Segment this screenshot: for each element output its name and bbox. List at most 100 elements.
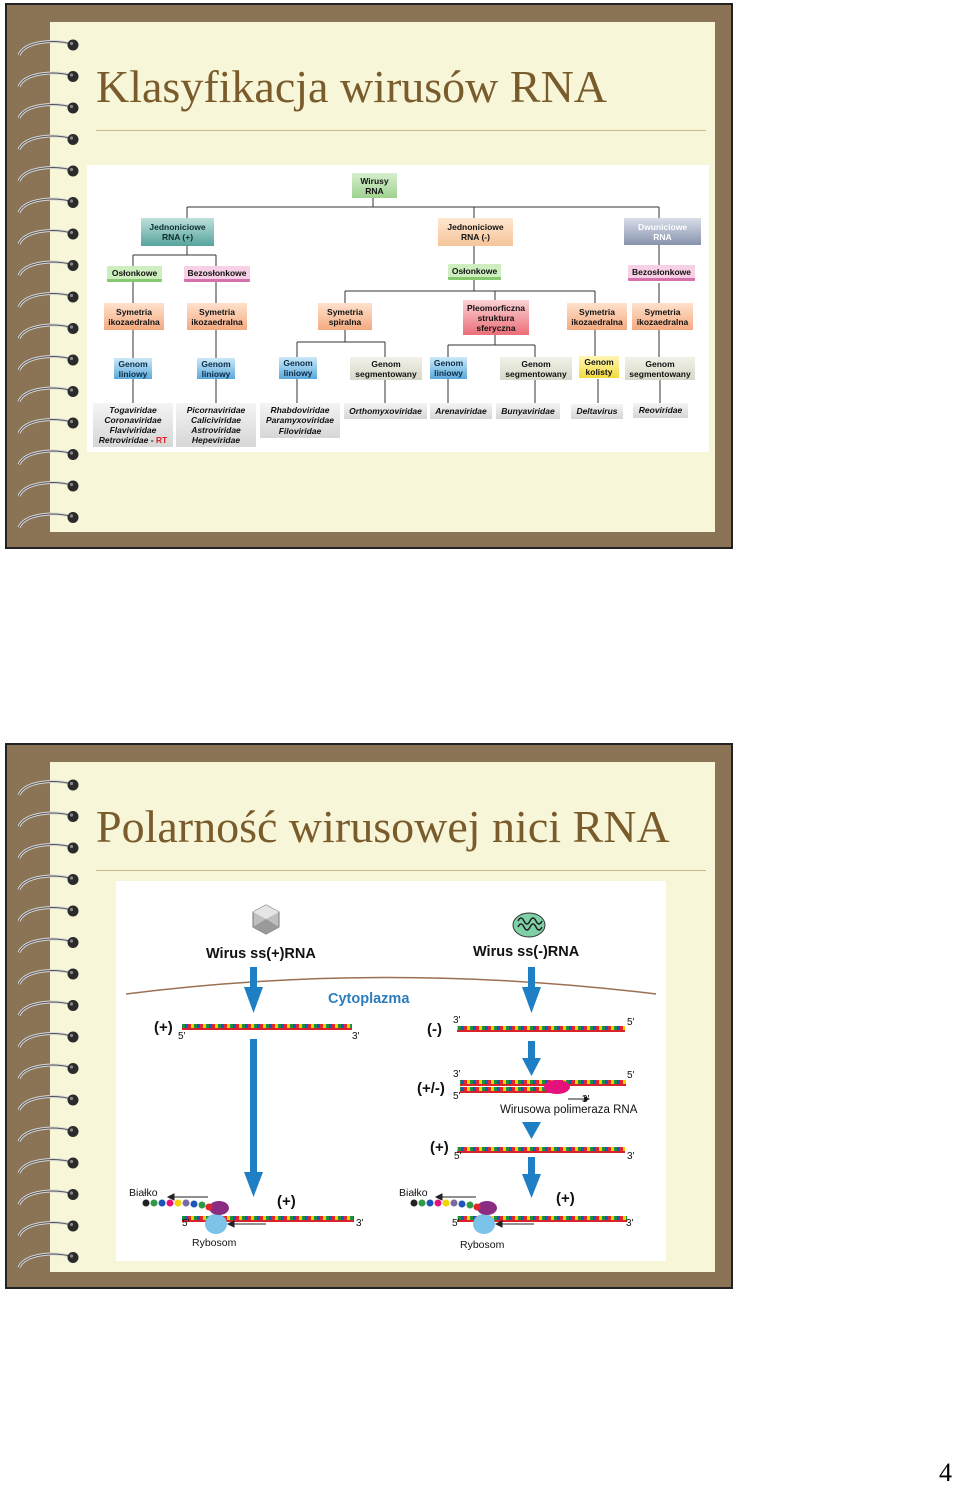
- node-genome: Genom segmentowany: [500, 357, 572, 380]
- slide-2: Polarność wirusowej nici RNA: [5, 743, 733, 1289]
- five-prime-label: 5': [627, 1017, 635, 1028]
- binding-ring: [17, 228, 79, 245]
- node-wirusy-rna: Wirusy RNA: [352, 173, 397, 198]
- family-name: Astroviridae: [191, 425, 241, 435]
- family-box: Deltavirus: [571, 404, 623, 419]
- slide-1: Klasyfikacja wirusów RNA: [5, 3, 733, 549]
- node-pleomorphic: Pleomorficzna struktura sferyczna: [463, 300, 529, 335]
- family-box: Arenaviridae: [430, 403, 492, 419]
- binding-ring: [17, 1157, 79, 1174]
- spiral-binding: [17, 39, 79, 528]
- family-name: Rhabdoviridae: [270, 405, 330, 416]
- right-virus-label: Wirus ss(-)RNA: [473, 944, 580, 960]
- binding-ring: [17, 811, 79, 828]
- three-prime-label: 3': [626, 1218, 634, 1229]
- family-name: Bunyaviridae: [501, 405, 555, 416]
- five-prime-label: 5': [182, 1218, 190, 1229]
- node-non-enveloped: Bezosłonkowe: [184, 266, 250, 282]
- family-box: Picornaviridae Caliciviridae Astrovirida…: [176, 403, 256, 447]
- node-symmetry: Symetria ikozaedralna: [187, 303, 247, 330]
- binding-ring: [17, 1126, 79, 1143]
- rt-label: RT: [155, 435, 168, 446]
- ribosome-label: Rybosom: [192, 1237, 237, 1249]
- family-box: Rhabdoviridae Paramyxoviridae Filovirida…: [260, 403, 340, 438]
- family-name: Picornaviridae: [186, 404, 246, 415]
- plus-minus-label: (+/-): [417, 1080, 445, 1097]
- cytoplasm-label: Cytoplazma: [328, 991, 410, 1007]
- plus-strand-label: (+): [430, 1139, 449, 1156]
- node-enveloped: Osłonkowe: [448, 264, 501, 280]
- three-prime-label: 3': [627, 1151, 635, 1162]
- node-ssrna-minus: Jednoniciowe RNA (-): [438, 218, 513, 246]
- plus-strand-label: (+): [556, 1190, 575, 1207]
- binding-ring: [17, 480, 79, 497]
- rna-polarity-diagram: Wirus ss(+)RNA Wirus ss(-)RNA Cytoplazma…: [116, 881, 666, 1261]
- family-name: Caliciviridae: [190, 414, 242, 425]
- three-prime-label: 3': [453, 1069, 461, 1080]
- plus-strand-label: (+): [154, 1019, 173, 1036]
- three-prime-label: 3': [352, 1031, 360, 1042]
- binding-ring: [17, 937, 79, 954]
- family-box: Orthomyxoviridae: [344, 403, 427, 419]
- node-genome: Genom kolisty: [579, 356, 619, 378]
- binding-ring: [17, 165, 79, 182]
- node-ssrna-plus: Jednoniciowe RNA (+): [141, 218, 214, 246]
- slide-title: Polarność wirusowej nici RNA: [96, 801, 670, 852]
- plus-strand-label: (+): [277, 1193, 296, 1210]
- helical-virus-icon: [512, 912, 546, 938]
- node-enveloped: Osłonkowe: [107, 266, 162, 282]
- binding-ring: [17, 968, 79, 985]
- slide-paper: Polarność wirusowej nici RNA: [50, 762, 715, 1272]
- node-genome: Genom liniowy: [114, 358, 152, 379]
- family-name: Orthomyxoviridae: [349, 405, 422, 416]
- family-name: Filoviridae: [278, 425, 322, 436]
- node-symmetry: Symetria ikozaedralna: [567, 303, 627, 330]
- protein-label: Białko: [399, 1187, 428, 1199]
- binding-ring: [17, 1094, 79, 1111]
- family-name: Coronaviridae: [104, 414, 162, 425]
- node-non-enveloped: Bezosłonkowe: [628, 265, 695, 281]
- node-genome: Genom liniowy: [197, 358, 235, 379]
- page-number: 4: [939, 1458, 952, 1487]
- family-box: Reoviridae: [633, 403, 688, 418]
- node-genome: Genom liniowy: [279, 357, 317, 379]
- ribosome-left: [205, 1201, 229, 1234]
- family-box: Bunyaviridae: [496, 403, 560, 419]
- family-name: Hepeviridae: [191, 435, 241, 446]
- binding-ring: [17, 905, 79, 922]
- binding-ring: [17, 1031, 79, 1048]
- binding-ring: [17, 842, 79, 859]
- family-name: Deltavirus: [576, 406, 618, 417]
- binding-ring: [17, 39, 79, 56]
- three-prime-label: 3': [582, 1094, 590, 1105]
- binding-ring: [17, 323, 79, 340]
- binding-ring: [17, 1000, 79, 1017]
- polymerase-label: Wirusowa polimeraza RNA: [500, 1104, 638, 1116]
- binding-ring: [17, 1252, 79, 1268]
- five-prime-label: 5': [178, 1031, 186, 1042]
- family-name: Flaviviridae: [109, 425, 157, 435]
- family-name: Retroviridae -: [98, 435, 156, 446]
- binding-ring: [17, 197, 79, 214]
- binding-ring: [17, 71, 79, 88]
- binding-ring: [17, 874, 79, 891]
- slide-paper: Klasyfikacja wirusów RNA: [50, 22, 715, 532]
- five-prime-label: 5': [452, 1218, 460, 1229]
- binding-ring: [17, 291, 79, 308]
- spiral-binding: [17, 779, 79, 1268]
- protein-label: Białko: [129, 1187, 158, 1199]
- title-divider: [96, 870, 706, 871]
- five-prime-label: 5': [454, 1151, 462, 1162]
- three-prime-label: 3': [356, 1218, 364, 1229]
- five-prime-label: 5': [627, 1070, 635, 1081]
- family-name: Paramyxoviridae: [265, 415, 335, 426]
- icosahedral-virus-icon: [252, 904, 280, 935]
- binding-ring: [17, 354, 79, 371]
- minus-strand-label: (-): [427, 1021, 442, 1038]
- family-name: Arenaviridae: [435, 405, 487, 416]
- family-name: Reoviridae: [638, 405, 683, 416]
- binding-ring: [17, 1063, 79, 1080]
- binding-ring: [17, 1220, 79, 1237]
- tree-connectors: [132, 197, 661, 403]
- binding-ring: [17, 417, 79, 434]
